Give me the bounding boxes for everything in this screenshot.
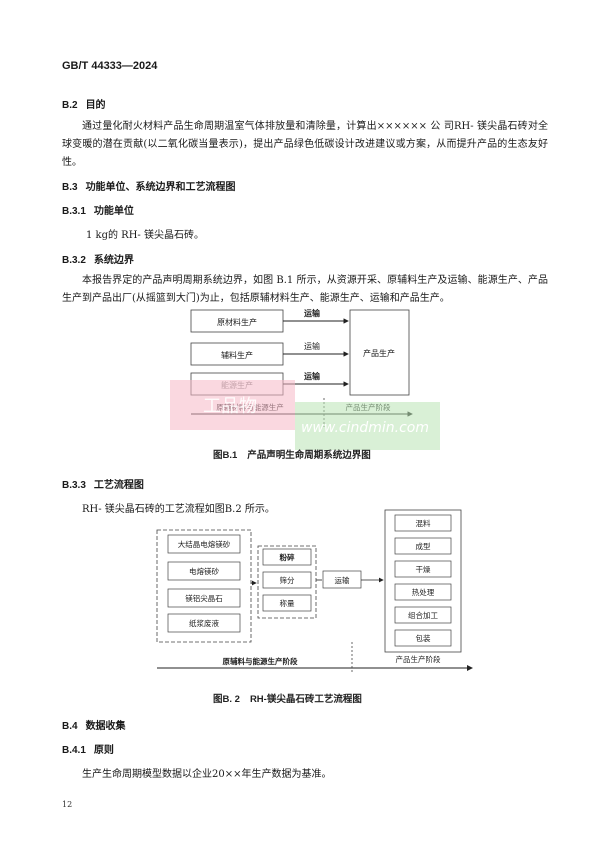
section-title: 系统边界 xyxy=(93,255,134,266)
raw-box-1 xyxy=(167,534,241,554)
product-group xyxy=(384,509,462,653)
transport-label-1: 运输 xyxy=(304,308,321,318)
stage-right-label: 产品生产阶段 xyxy=(346,402,391,412)
stage-right-label: 产品生产阶段 xyxy=(396,654,441,664)
section-number: B.2 xyxy=(62,100,78,111)
product-box xyxy=(349,309,410,396)
standard-number: GB/T 44333—2024 xyxy=(62,60,158,72)
step-label-3: 干燥 xyxy=(416,565,431,574)
section-b2-heading: B.2 目的 xyxy=(62,96,106,111)
step-box-2 xyxy=(394,537,452,555)
pre-label-1: 粉碎 xyxy=(280,552,295,562)
raw-material-group xyxy=(156,529,252,643)
section-b33-text: RH- 镁尖晶石砖的工艺流程如图B.2 所示。 xyxy=(82,504,275,515)
section-title: 工艺流程图 xyxy=(93,480,144,491)
input-label-raw: 原材料生产 xyxy=(217,317,257,327)
raw-label-2: 电熔镁砂 xyxy=(189,566,219,576)
step-label-1: 混料 xyxy=(416,518,431,528)
step-box-6 xyxy=(394,629,452,647)
raw-label-4: 纸浆废液 xyxy=(189,618,219,628)
transport-label-2: 运输 xyxy=(304,341,320,351)
section-b41-text: 生产生命周期模型数据以企业20××年生产数据为基准。 xyxy=(82,769,332,780)
step-label-5: 组合加工 xyxy=(408,610,438,620)
transport-label-3: 运输 xyxy=(304,371,321,381)
figure-b2-caption: 图B. 2 RH-镁尖晶石砖工艺流程图 xyxy=(213,691,362,705)
raw-box-4 xyxy=(167,613,241,633)
section-title: 原则 xyxy=(93,745,114,756)
pre-box-2 xyxy=(262,571,312,589)
raw-box-2 xyxy=(167,561,241,581)
section-b31-heading: B.3.1 功能单位 xyxy=(62,202,134,217)
step-box-1 xyxy=(394,514,452,532)
figure-b1-caption: 图B.1 产品声明生命周期系统边界图 xyxy=(213,447,371,461)
transport-label: 运输 xyxy=(335,575,350,585)
section-b32-paragraph: 本报告界定的产品声明周期系统边界，如图 B.1 所示，从资源开采、原辅料生产及运… xyxy=(62,275,548,304)
product-label: 产品生产 xyxy=(363,348,395,358)
section-b3-heading: B.3 功能单位、系统边界和工艺流程图 xyxy=(62,178,236,193)
step-box-3 xyxy=(394,560,452,578)
section-title: 数据收集 xyxy=(85,721,126,732)
section-number: B.3.3 xyxy=(62,480,86,491)
raw-label-3: 镁铝尖晶石 xyxy=(185,593,223,603)
section-b31-text: 1 kg的 RH- 镁尖晶石砖。 xyxy=(86,230,204,241)
figure-b1-diagram: 原材料生产 辅料生产 能源生产 运输 运输 运输 产品生产 原辅材料与能源生产 … xyxy=(190,308,413,427)
step-box-4 xyxy=(394,583,452,601)
caption-text: RH-镁尖晶石砖工艺流程图 xyxy=(249,694,362,705)
section-number: B.3.1 xyxy=(62,206,86,217)
section-b32-heading: B.3.2 系统边界 xyxy=(62,251,134,266)
step-label-6: 包装 xyxy=(416,633,431,643)
section-b33-heading: B.3.3 工艺流程图 xyxy=(62,476,144,491)
caption-text: 产品声明生命周期系统边界图 xyxy=(247,450,371,461)
raw-label-1: 大结晶电熔镁砂 xyxy=(178,539,231,549)
step-label-4: 热处理 xyxy=(412,587,435,597)
caption-number: 图B.1 xyxy=(213,450,238,461)
stage-left-label: 原辅材料与能源生产 xyxy=(216,402,284,412)
section-b2-paragraph: 通过量化耐火材料产品生命周期温室气体排放量和清除量，计算出×××××× 公 司R… xyxy=(62,121,548,168)
section-title: 功能单位、系统边界和工艺流程图 xyxy=(85,182,236,193)
section-number: B.4.1 xyxy=(62,745,86,756)
transport-box xyxy=(322,570,362,589)
pre-box-3 xyxy=(262,594,312,612)
pre-label-2: 筛分 xyxy=(280,575,295,585)
section-title: 功能单位 xyxy=(93,206,134,217)
section-b4-heading: B.4 数据收集 xyxy=(62,717,126,732)
step-label-2: 成型 xyxy=(416,541,431,551)
caption-number: 图B. 2 xyxy=(213,694,240,705)
pretreatment-group xyxy=(257,545,317,619)
section-number: B.3.2 xyxy=(62,255,86,266)
figure-b2-diagram: 大结晶电熔镁砂 电熔镁砂 镁铝尖晶石 纸浆废液 粉碎 筛分 称量 运输 混料 成… xyxy=(156,509,473,672)
raw-box-3 xyxy=(167,588,241,608)
page-number: 12 xyxy=(62,800,73,809)
section-b41-heading: B.4.1 原则 xyxy=(62,741,114,756)
section-title: 目的 xyxy=(85,100,106,111)
step-box-5 xyxy=(394,606,452,624)
pre-box-1 xyxy=(262,548,312,566)
stage-left-label: 原辅料与能源生产阶段 xyxy=(223,656,298,666)
input-label-aux: 辅料生产 xyxy=(221,350,253,360)
section-number: B.4 xyxy=(62,721,78,732)
section-number: B.3 xyxy=(62,182,78,193)
pre-label-3: 称量 xyxy=(280,598,295,608)
input-label-energy: 能源生产 xyxy=(221,380,253,390)
